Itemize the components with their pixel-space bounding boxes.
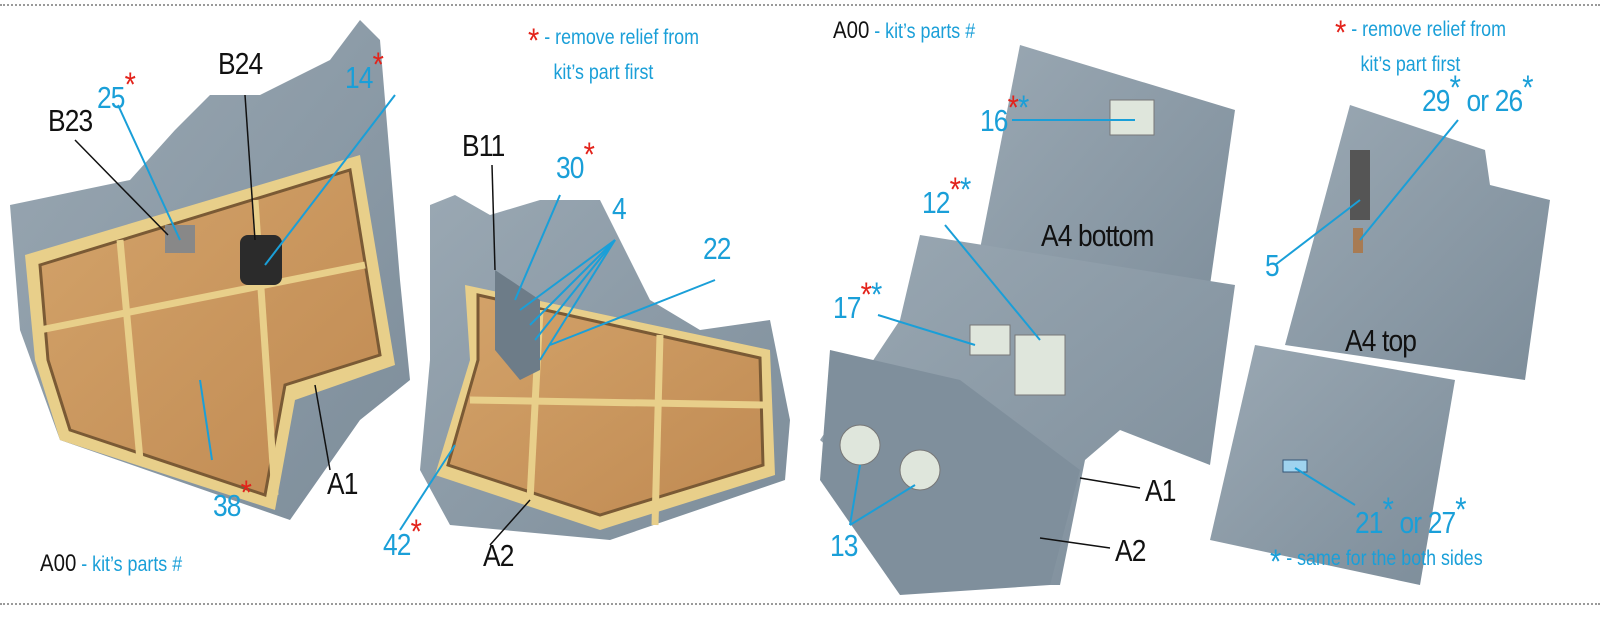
legend-text: - same for the both sides [1286,547,1483,570]
part-16 [1109,99,1155,136]
or-text: or [1460,83,1495,118]
fuselage-tube [820,350,1080,595]
leader-lines [117,94,1459,531]
black-leader-lines [74,94,1141,549]
label-13: 13 [830,528,858,563]
part-13b [899,449,941,491]
legend-remove-relief-right: * - remove relief from kit’s part first [1335,14,1506,77]
legend-remove-relief-left: * - remove relief from kit’s part first [528,22,699,85]
part-5 [1353,228,1363,253]
red-asterisk-icon: * [583,136,595,174]
label-38: 38* [213,476,252,523]
cyan-asterisk-icon: * [1449,69,1461,107]
cyan-asterisk-icon: * [1018,89,1029,127]
label-22: 22 [703,231,731,266]
panel-a4-top [1210,345,1455,585]
label-a1-left: A1 [327,466,358,501]
label-a2-left: A2 [483,538,514,573]
part-21 [1282,459,1308,473]
door-wood-left [38,168,382,497]
label-21-or-27: 21* or 27* [1355,493,1467,540]
cyan-asterisk-icon: * [871,276,882,314]
label-17: 17** [833,278,882,325]
part-number: 14 [345,60,373,95]
legend-both-sides: * - same for the both sides [1270,543,1483,582]
label-a2-right: A2 [1115,533,1146,568]
label-30: 30* [556,138,595,185]
legend-code: A00 [833,17,870,44]
red-asterisk-icon: * [949,171,961,209]
part-number: 17 [833,290,861,325]
part-29 [1350,150,1370,220]
panel-a4-top-upper [1285,105,1550,380]
legend-text: - kit’s parts # [81,553,183,576]
bottom-dotted-divider [0,603,1600,605]
alt-part-number: 26 [1494,83,1523,118]
part-17 [969,324,1011,356]
b11-bracket [495,270,540,380]
red-asterisk-icon: * [240,474,252,512]
b24-part [240,235,282,285]
part-number: 16 [980,103,1008,138]
cyan-asterisk-icon: * [1522,69,1533,107]
red-asterisk-icon: * [1007,89,1019,127]
part-12 [1014,334,1066,396]
label-42: 42* [383,515,422,562]
legend-text: - kit’s parts # [874,20,976,43]
label-4: 4 [612,191,627,226]
legend-kit-parts-left: A00 - kit’s parts # [40,550,182,578]
label-12: 12** [922,173,971,220]
part-number: 25 [97,80,125,115]
alt-part-number: 27 [1427,505,1456,540]
label-a1-right: A1 [1145,473,1176,508]
label-25: 25* [97,68,136,115]
legend-code: A00 [40,550,77,577]
red-asterisk-icon: * [410,513,422,551]
cyan-asterisk-icon: * [1455,491,1466,529]
cyan-asterisk-icon: * [1270,543,1282,581]
label-b11: B11 [462,128,505,163]
red-asterisk-icon: * [860,276,872,314]
red-asterisk-icon: * [124,66,136,104]
red-asterisk-icon: * [372,46,384,84]
part-13a [839,424,881,466]
red-asterisk-icon: * [1335,14,1347,52]
legend-text: - remove relief from [544,26,699,49]
part-number: 30 [556,150,584,185]
cyan-asterisk-icon: * [1382,491,1394,529]
top-dotted-divider [0,4,1600,6]
label-16: 16** [980,91,1029,138]
label-14: 14* [345,48,384,95]
or-text: or [1393,505,1428,540]
part-number: 21 [1355,505,1383,540]
part-number: 12 [922,185,950,220]
legend-kit-parts-right: A00 - kit’s parts # [833,17,975,45]
part-number: 38 [213,488,241,523]
part-number: 29 [1422,83,1450,118]
label-b24: B24 [218,46,263,81]
label-b23: B23 [48,103,93,138]
label-a4-top: A4 top [1345,323,1417,358]
label-a4-bottom: A4 bottom [1041,218,1154,253]
label-5: 5 [1265,248,1280,283]
legend-text: kit’s part first [553,61,654,85]
label-29-or-26: 29* or 26* [1422,71,1534,118]
legend-text: - remove relief from [1351,18,1506,41]
part-number: 42 [383,527,411,562]
cyan-asterisk-icon: * [960,171,971,209]
red-asterisk-icon: * [528,22,540,60]
legend-text: kit’s part first [1360,53,1461,77]
